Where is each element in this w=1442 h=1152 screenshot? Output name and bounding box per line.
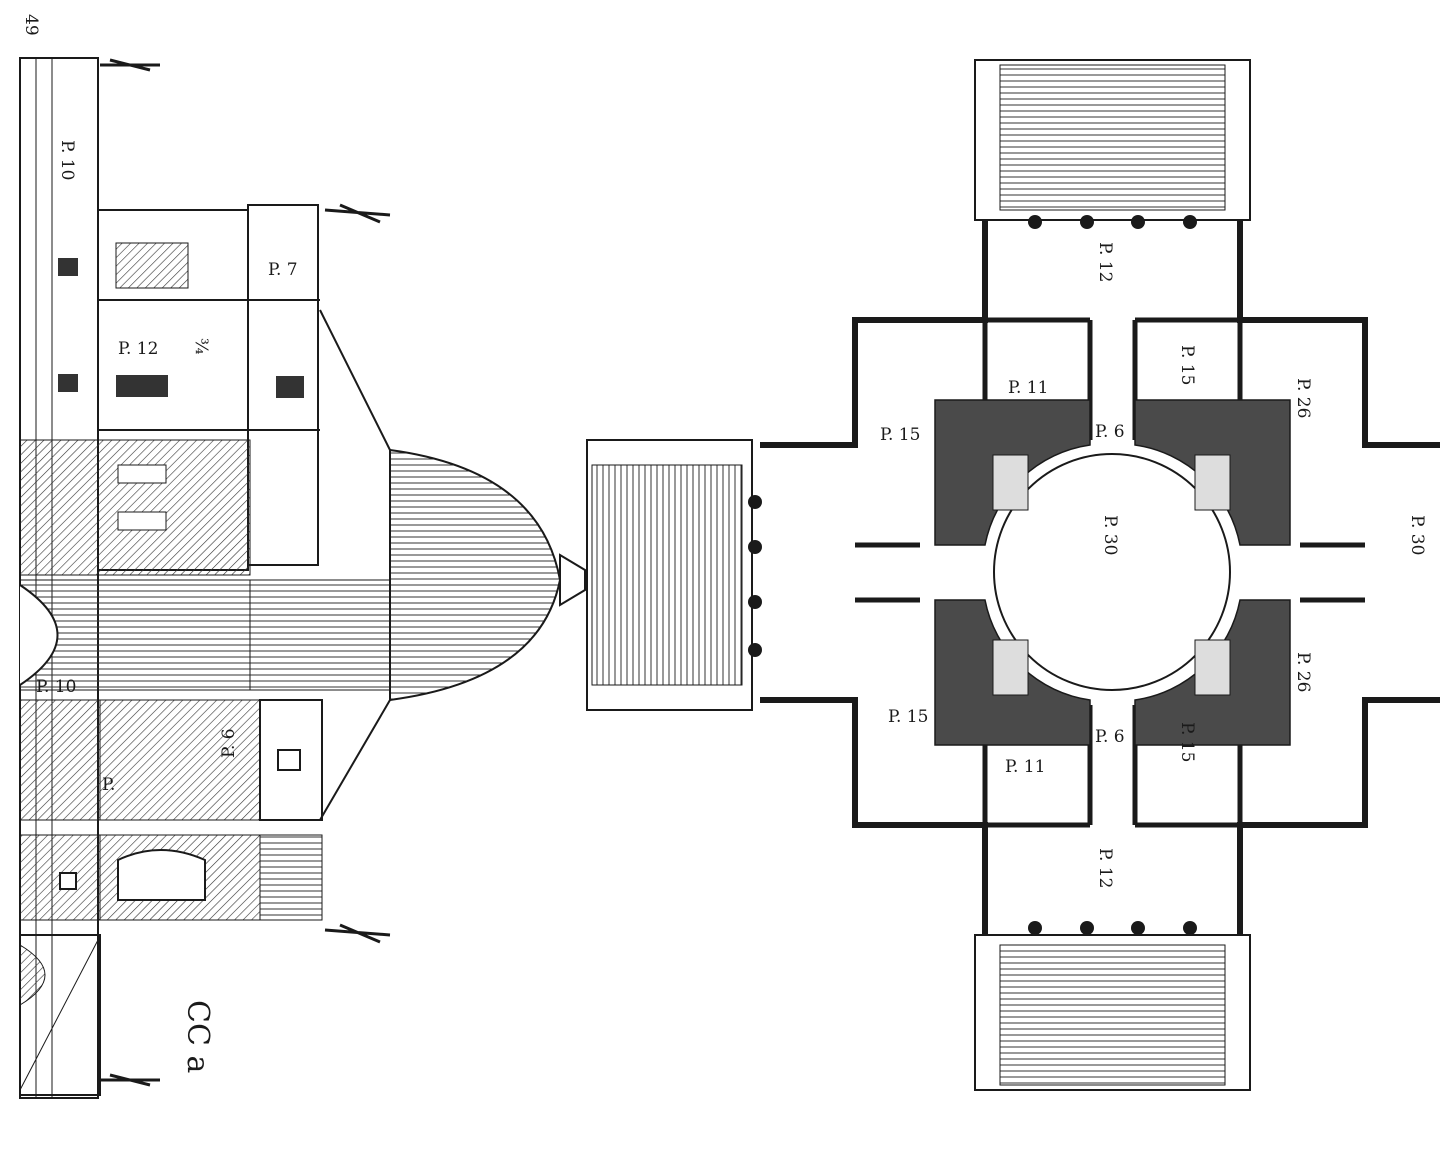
stairs-bottom [974, 934, 1251, 1091]
label-portico-right: P. 30 [1407, 515, 1427, 555]
label-upper-left: P. 10 [57, 140, 77, 180]
label-hall: P. 6 [219, 728, 239, 758]
label-room-bl: P. 15 [888, 707, 928, 727]
section-window [115, 242, 189, 289]
label-p7: P. 7 [268, 260, 298, 280]
label-fraction: ¾ [191, 338, 211, 354]
statue-figure [100, 58, 391, 1087]
label-middle-left: P. 10 [36, 677, 76, 697]
label-passage-top: P. 6 [1095, 422, 1125, 442]
label-room-tr-small: P. 15 [1177, 345, 1197, 385]
column-row [748, 215, 1197, 935]
section-outer-wall [19, 57, 99, 1099]
label-passage-bottom: P. 6 [1095, 727, 1125, 747]
section-middle-wall [19, 439, 251, 576]
floor-plan: P. 12 P. 12 P. 15 P. 15 P. 15 P. 15 P. 2… [586, 59, 1440, 1091]
label-portico-top: P. 12 [1095, 242, 1115, 282]
label-portico-bottom: P. 12 [1095, 848, 1115, 888]
label-p12: P. 12 [118, 339, 158, 359]
stairs-left [586, 439, 753, 711]
label-lower-left: P. [102, 775, 115, 795]
outer-wall [760, 220, 1440, 935]
label-room-br: P. 26 [1293, 652, 1313, 692]
label-small-bottom: P. 11 [1005, 757, 1045, 777]
section-elevation: 49 P. 10 P. 7 P. 12 ¾ P. 10 P. 6 P. CC a [19, 14, 586, 1099]
label-room-tr: P. 26 [1293, 378, 1313, 418]
label-center: P. 30 [1100, 515, 1120, 555]
plate-mark: CC a [180, 1000, 215, 1073]
section-window [116, 375, 168, 397]
stairs-top [974, 59, 1251, 221]
dome [389, 448, 562, 702]
central-rotunda [993, 453, 1231, 691]
lantern [559, 553, 586, 607]
label-small-top: P. 11 [1008, 378, 1048, 398]
page-number: 49 [21, 14, 41, 36]
label-room-tl: P. 15 [880, 425, 920, 445]
label-room-br-small: P. 15 [1177, 722, 1197, 762]
